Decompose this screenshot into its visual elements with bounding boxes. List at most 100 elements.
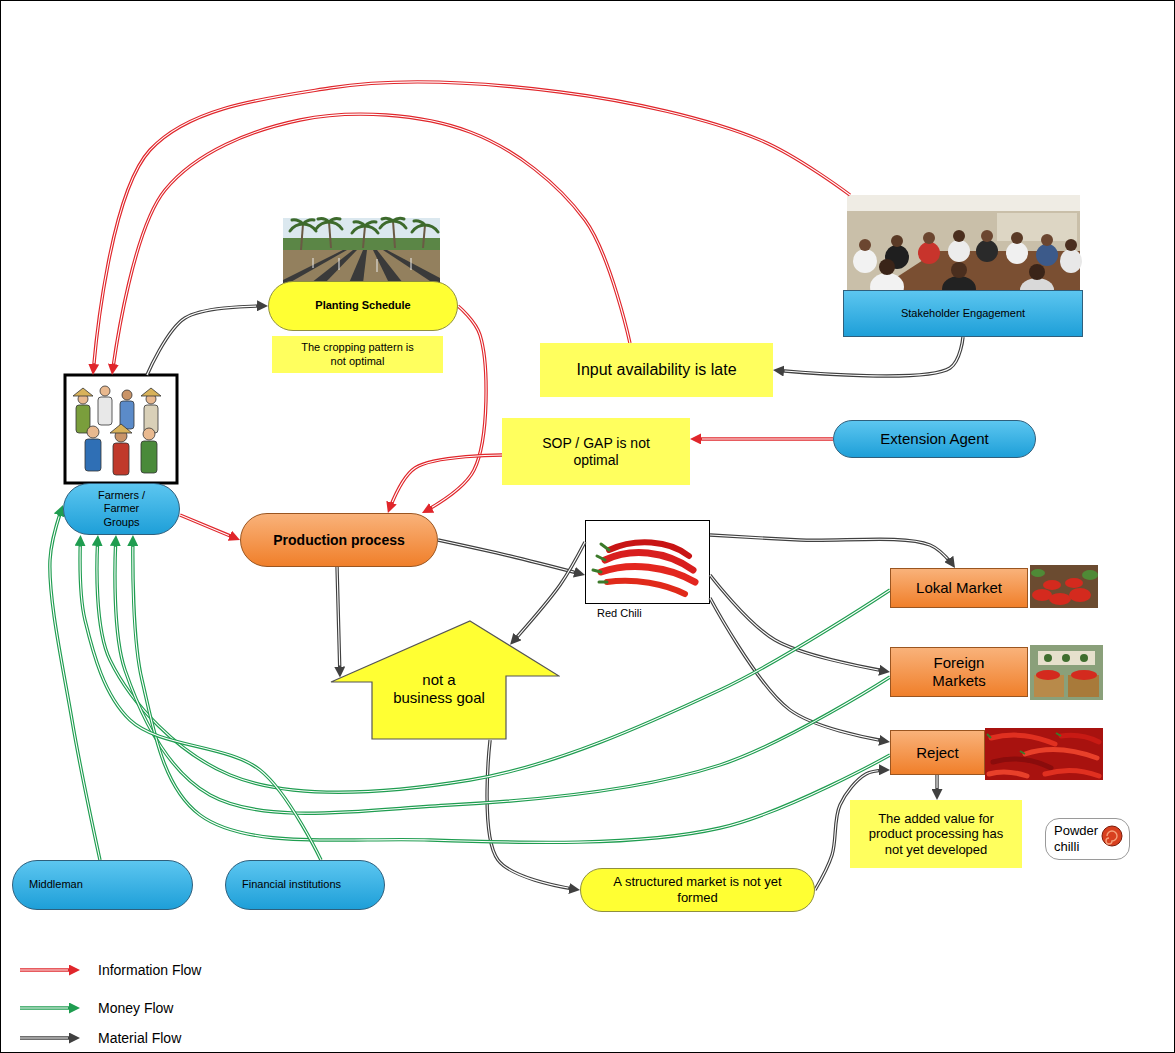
market-box: Reject	[890, 730, 985, 775]
legend-text: Material Flow	[98, 1030, 181, 1047]
market-photo	[1030, 565, 1098, 608]
field-photo	[283, 250, 440, 283]
stakeholder-box-shape: Stakeholder Engagement	[843, 290, 1083, 337]
actor-pill-shape: Financial institutions	[225, 860, 385, 910]
farmers-illustration	[73, 386, 161, 475]
meeting-photo	[918, 242, 940, 264]
powder-icon	[1106, 831, 1117, 844]
node-text: Red Chili	[597, 607, 642, 620]
legend-line	[18, 960, 84, 980]
farmers-illustration	[87, 426, 99, 438]
chili-photo	[586, 521, 710, 604]
reject-photo	[987, 733, 1061, 754]
meeting-photo	[859, 239, 871, 251]
farmers-illustration	[141, 388, 161, 396]
flow-line	[773, 337, 963, 376]
node-text: Financial institutions	[242, 878, 341, 891]
problem-note: The added value for product processing h…	[850, 800, 1022, 868]
arrow-outline	[331, 621, 559, 739]
flow-line	[487, 740, 580, 890]
meeting-photo	[948, 240, 970, 262]
problem-note-shape: SOP / GAP is not optimal	[502, 418, 690, 485]
field-photo	[380, 218, 406, 228]
field-photo	[283, 218, 440, 283]
field-photo	[363, 226, 365, 248]
flow-line	[112, 114, 630, 375]
market-photo	[1030, 565, 1098, 608]
reject-photo	[1045, 770, 1099, 776]
node-text: Extension Agent	[880, 430, 988, 448]
material-flow	[710, 598, 890, 742]
node-text: Lokal Market	[916, 579, 1002, 597]
field-photo	[316, 218, 342, 229]
flow-line	[97, 535, 890, 792]
flow-line	[50, 505, 100, 860]
meeting-photo	[847, 195, 1080, 211]
flow-line	[936, 775, 937, 800]
node-text: A structured market is not yet formed	[613, 874, 783, 905]
flow-line	[93, 82, 850, 375]
stakeholder-box: Stakeholder Engagement	[843, 195, 1083, 337]
legend-text: Money Flow	[98, 1000, 173, 1017]
problem-note-shape: Input availability is late	[540, 343, 773, 397]
farmers-illustration	[143, 428, 155, 440]
schedule-pill-shape: Planting Schedule	[268, 281, 458, 331]
flow-line	[337, 567, 340, 678]
material-flow	[438, 540, 585, 575]
flow-line	[337, 567, 340, 678]
reject-photo	[993, 759, 1051, 768]
flow-line	[710, 598, 890, 742]
market-photo	[1065, 578, 1083, 588]
field-photo	[329, 222, 331, 248]
node-text: Stakeholder Engagement	[901, 307, 1025, 320]
field-photo	[313, 258, 314, 268]
meeting-photo	[951, 262, 967, 278]
meeting-photo	[981, 230, 993, 242]
meeting-photo	[1029, 264, 1045, 280]
flow-line	[710, 575, 890, 672]
farmers-illustration	[85, 439, 101, 471]
actor-pill-shape: Middleman	[12, 860, 193, 910]
actor-pill: Farmers / Farmer Groups	[63, 375, 180, 535]
market-photo	[1080, 654, 1088, 662]
field-photo	[283, 238, 440, 252]
reject-photo	[991, 735, 1055, 744]
material-flow	[710, 535, 955, 568]
actor-pill: Financial institutions	[225, 860, 385, 910]
farmers-illustration	[122, 390, 132, 400]
reject-photo	[985, 728, 1103, 780]
market-photo	[1031, 569, 1098, 580]
node-text: Production process	[273, 532, 404, 549]
material-flow	[147, 306, 268, 375]
flow-line	[487, 740, 580, 890]
flow-line	[97, 535, 890, 792]
money-flow	[50, 505, 100, 860]
problem-note-shape: The cropping pattern is not optimal	[272, 336, 443, 373]
meeting-photo	[953, 230, 965, 242]
node-text: Planting Schedule	[315, 299, 410, 312]
process-pill: Production process	[240, 513, 438, 567]
farmers-illustration	[73, 388, 93, 396]
problem-note: Input availability is late	[540, 343, 773, 397]
market-box-shape: Lokal Market	[890, 568, 1028, 608]
meeting-photo	[1006, 242, 1028, 264]
field-photo	[349, 250, 367, 283]
flow-line	[510, 542, 585, 645]
legend-line	[18, 998, 84, 1018]
market-photo	[1062, 654, 1070, 662]
chili-photo	[607, 581, 685, 594]
material-flow	[510, 542, 585, 645]
flow-line	[147, 306, 268, 375]
node-text: Farmers / Farmer Groups	[92, 489, 152, 529]
meeting-photo	[923, 232, 935, 244]
flow-line	[388, 455, 502, 513]
field-photo	[393, 221, 395, 248]
actor-pill-shape: Extension Agent	[833, 420, 1036, 458]
flow-line	[20, 1036, 80, 1039]
farmers-illustration	[141, 441, 157, 473]
field-photo	[313, 258, 411, 272]
flow-line	[710, 598, 890, 742]
node-text: Foreign Markets	[924, 654, 994, 690]
